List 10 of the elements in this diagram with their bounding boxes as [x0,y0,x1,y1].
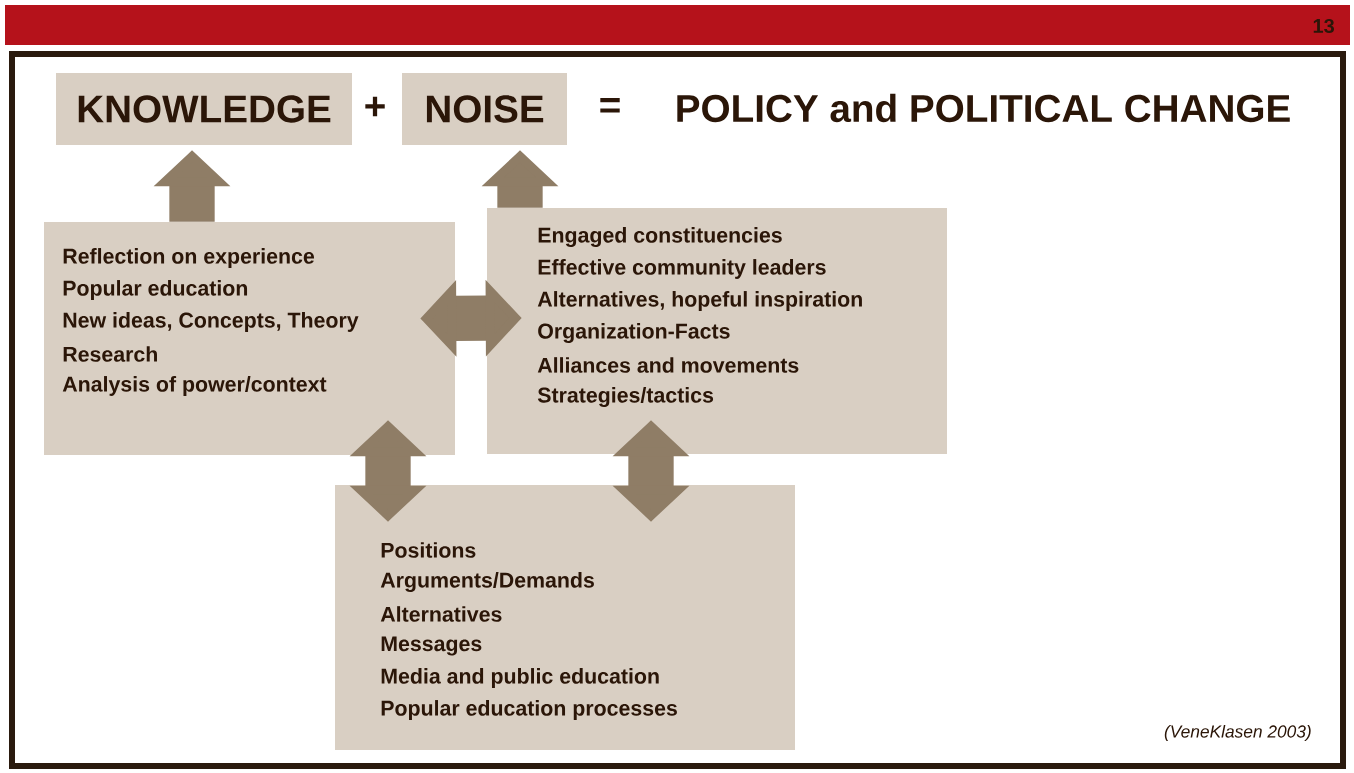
heading-text: + [365,96,385,117]
text-box: Reflection on experience Popular education New ideas, Concepts, Theory Research Analysis of power/context [44,222,455,455]
heading-text: POLICY and POLITICAL CHANGE [677,93,1290,123]
citation: (VeneKlasen 2003) [1164,724,1311,742]
text-box: Positions Arguments/Demands Alternatives Messages Media and public education Popular education processes [335,485,795,750]
page-number: 13 [1313,18,1334,34]
label-box: KNOWLEDGE [56,73,352,145]
text-box: Engaged constituencies Effective community leaders Alternatives, hopeful inspiration Organization-Facts Alliances and movements Strategies/tactics [487,208,947,454]
heading-text: = [600,97,620,113]
label-box: NOISE [402,73,567,145]
